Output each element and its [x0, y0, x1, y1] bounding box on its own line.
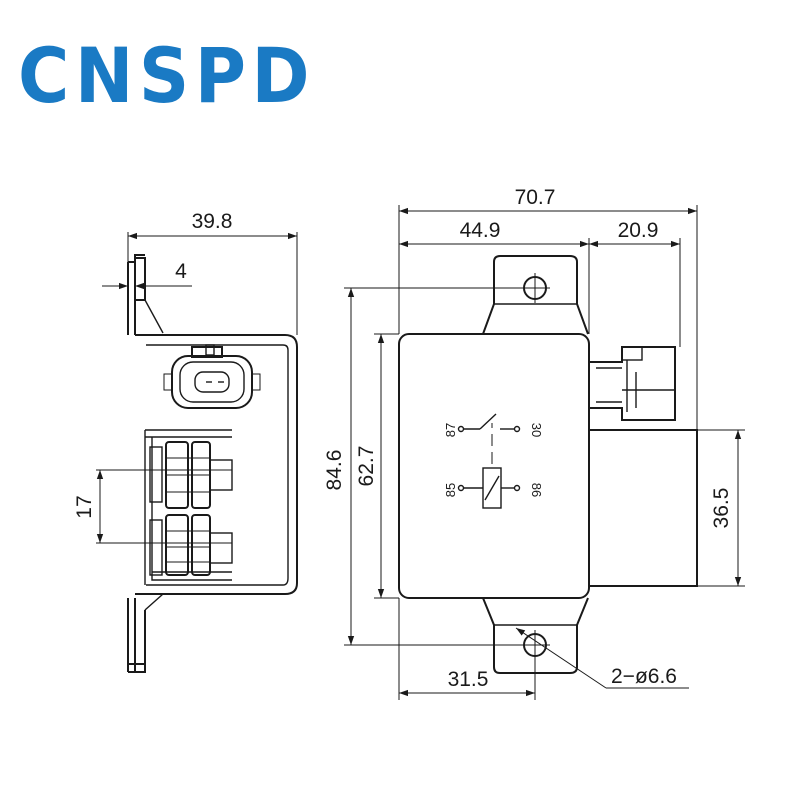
connector-socket — [163, 344, 261, 409]
dim-connector-height: 36.5 — [710, 488, 733, 529]
dim-flange: 4 — [175, 260, 187, 283]
cnspd-logo: CNSPD — [18, 31, 316, 120]
relay-schematic: 87 30 85 86 — [443, 413, 544, 509]
dim-body-height: 62.7 — [355, 446, 378, 487]
dim-side-width: 39.8 — [192, 210, 233, 233]
terminal-stud-lower — [149, 514, 233, 576]
pin-85-label: 85 — [443, 483, 458, 497]
dim-hole-offset: 31.5 — [448, 668, 489, 691]
dim-overall-height: 84.6 — [323, 450, 346, 491]
mounting-tab-top — [482, 255, 589, 335]
front-view: 87 30 85 86 70.7 44.9 20.9 84.6 62.7 36.… — [323, 186, 745, 700]
pin-87-label: 87 — [443, 423, 458, 437]
dim-connector-offset: 20.9 — [618, 219, 659, 242]
dim-overall-width: 70.7 — [515, 186, 556, 209]
connector-housing — [588, 429, 698, 587]
side-view: 39.8 4 17 — [73, 210, 298, 673]
relay-body — [398, 333, 590, 599]
side-connector — [589, 346, 676, 421]
pin-86-label: 86 — [529, 483, 544, 497]
terminal-stud-upper — [149, 441, 233, 509]
dim-left-width: 44.9 — [460, 219, 501, 242]
hole-callout: 2−ø6.6 — [611, 665, 677, 688]
dim-terminal-pitch: 17 — [73, 495, 96, 518]
pin-30-label: 30 — [529, 423, 544, 437]
